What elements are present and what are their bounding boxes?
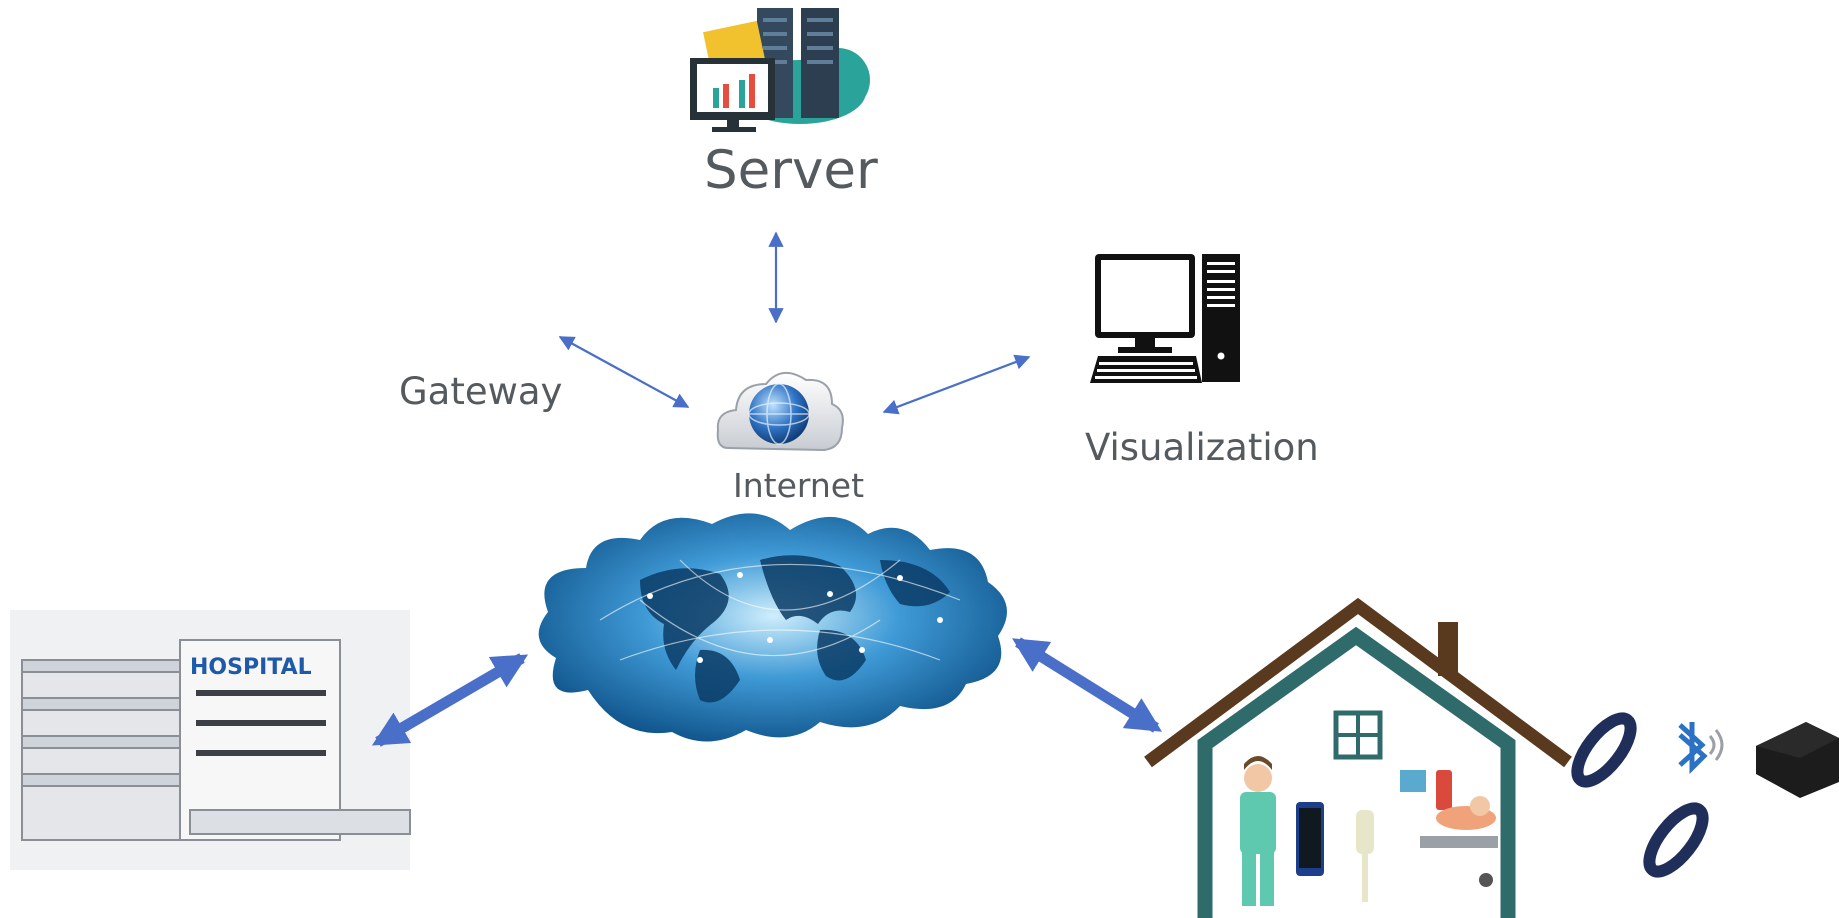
gateway-label: Gateway xyxy=(399,370,563,413)
world-network-cloud xyxy=(538,513,1007,742)
fitness-band-icon xyxy=(1571,712,1637,788)
home-care-house xyxy=(1144,597,1572,918)
fitness-band-icon xyxy=(1643,802,1709,878)
bluetooth-icon xyxy=(1678,722,1724,775)
arrow-world-home xyxy=(1012,637,1162,733)
server-label: Server xyxy=(704,140,878,201)
internet-cloud-globe-icon xyxy=(716,372,844,452)
gateway-box-icon xyxy=(1756,722,1839,798)
visualization-label: Visualization xyxy=(1085,426,1319,469)
hospital-sign: HOSPITAL xyxy=(190,655,312,680)
server-cloud-icon xyxy=(690,8,870,132)
arrow-hospital-world xyxy=(371,653,529,747)
arrow-gateway-internet xyxy=(558,336,690,408)
desktop-computer-icon xyxy=(1090,254,1240,383)
internet-label: Internet xyxy=(733,466,865,505)
hospital-building: HOSPITAL xyxy=(10,610,411,870)
arrow-visualization-internet xyxy=(882,354,1031,415)
